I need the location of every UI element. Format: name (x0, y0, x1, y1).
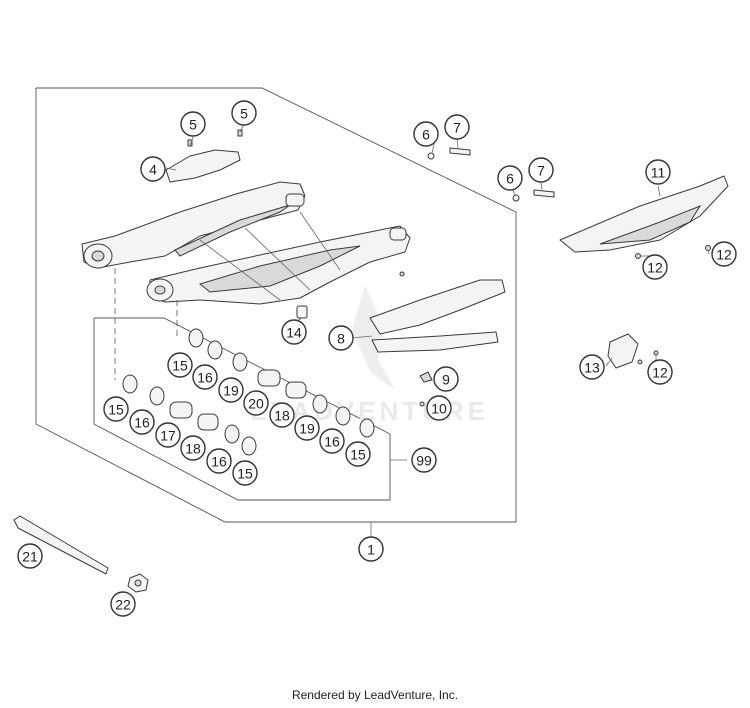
callout-part-22[interactable]: 22 (110, 591, 136, 617)
callout-label: 1 (367, 542, 375, 558)
callout-label: 12 (647, 260, 663, 276)
callout-part-9[interactable]: 9 (433, 366, 459, 392)
swingarm-axle (13, 515, 109, 575)
callout-part-6[interactable]: 6 (413, 121, 439, 147)
callout-part-15[interactable]: 15 (103, 396, 129, 422)
callout-label: 11 (651, 165, 666, 181)
callout-label: 4 (149, 162, 157, 178)
callout-label: 10 (431, 401, 447, 417)
callout-label: 18 (274, 408, 290, 424)
callout-part-12[interactable]: 12 (711, 241, 737, 267)
callout-label: 6 (422, 127, 430, 143)
callout-part-12[interactable]: 12 (647, 359, 673, 385)
bearing-kit-frame (93, 317, 391, 501)
callout-label: 99 (416, 453, 432, 469)
callout-part-21[interactable]: 21 (17, 543, 43, 569)
callout-label: 15 (350, 447, 366, 463)
callout-part-20[interactable]: 20 (243, 390, 269, 416)
callout-label: 15 (108, 402, 124, 418)
callout-label: 16 (197, 370, 213, 386)
callout-part-10[interactable]: 10 (426, 395, 452, 421)
callout-part-15[interactable]: 15 (232, 460, 258, 486)
callout-label: 8 (337, 331, 345, 347)
callout-label: 5 (189, 117, 197, 133)
callout-label: 16 (134, 415, 150, 431)
callout-part-16[interactable]: 16 (192, 364, 218, 390)
callout-part-7[interactable]: 7 (444, 114, 470, 140)
callout-part-13[interactable]: 13 (579, 354, 605, 380)
callout-part-18[interactable]: 18 (269, 402, 295, 428)
callout-label: 20 (248, 396, 264, 412)
callout-part-8[interactable]: 8 (328, 325, 354, 351)
callout-part-18[interactable]: 18 (180, 435, 206, 461)
assembly-frame (35, 87, 517, 523)
chain-guide (607, 333, 639, 369)
bearing-parts (122, 328, 375, 456)
callout-part-14[interactable]: 14 (281, 319, 307, 345)
callout-label: 9 (442, 372, 450, 388)
callout-part-5[interactable]: 5 (231, 100, 257, 126)
callout-label: 6 (506, 171, 514, 187)
callout-part-16[interactable]: 16 (319, 428, 345, 454)
callout-label: 17 (160, 428, 176, 444)
callout-label: 15 (237, 466, 253, 482)
callout-part-1[interactable]: 1 (358, 536, 384, 562)
callout-label: 14 (286, 325, 302, 341)
callout-part-15[interactable]: 15 (167, 352, 193, 378)
callout-part-19[interactable]: 19 (218, 377, 244, 403)
callout-label: 5 (240, 106, 248, 122)
callout-label: 19 (223, 383, 239, 399)
callout-part-99[interactable]: 99 (411, 447, 437, 473)
callout-part-12[interactable]: 12 (642, 254, 668, 280)
callout-part-17[interactable]: 17 (155, 422, 181, 448)
callout-part-11[interactable]: 11 (645, 159, 671, 185)
swingarm (81, 181, 411, 305)
callout-part-4[interactable]: 4 (140, 156, 166, 182)
callout-label: 7 (537, 163, 545, 179)
chain-guard (559, 175, 729, 253)
callout-label: 22 (115, 597, 131, 613)
callout-label: 7 (453, 120, 461, 136)
chain-slider (165, 149, 241, 183)
callout-label: 16 (324, 434, 340, 450)
callout-part-16[interactable]: 16 (129, 409, 155, 435)
callout-label: 13 (584, 360, 600, 376)
callout-label: 12 (652, 365, 668, 381)
callout-part-19[interactable]: 19 (294, 415, 320, 441)
chain-slide (369, 279, 506, 335)
callout-part-6[interactable]: 6 (497, 165, 523, 191)
render-credit: Rendered by LeadVenture, Inc. (291, 688, 459, 702)
callout-label: 21 (22, 549, 38, 565)
callout-label: 19 (299, 421, 315, 437)
callout-part-16[interactable]: 16 (206, 448, 232, 474)
callout-label: 15 (172, 358, 188, 374)
callout-part-15[interactable]: 15 (345, 441, 371, 467)
callout-part-7[interactable]: 7 (528, 157, 554, 183)
callout-label: 18 (185, 441, 201, 457)
callout-label: 16 (211, 454, 227, 470)
callout-label: 12 (716, 247, 732, 263)
watermark-flame-logo (352, 285, 395, 390)
callout-part-5[interactable]: 5 (180, 111, 206, 137)
